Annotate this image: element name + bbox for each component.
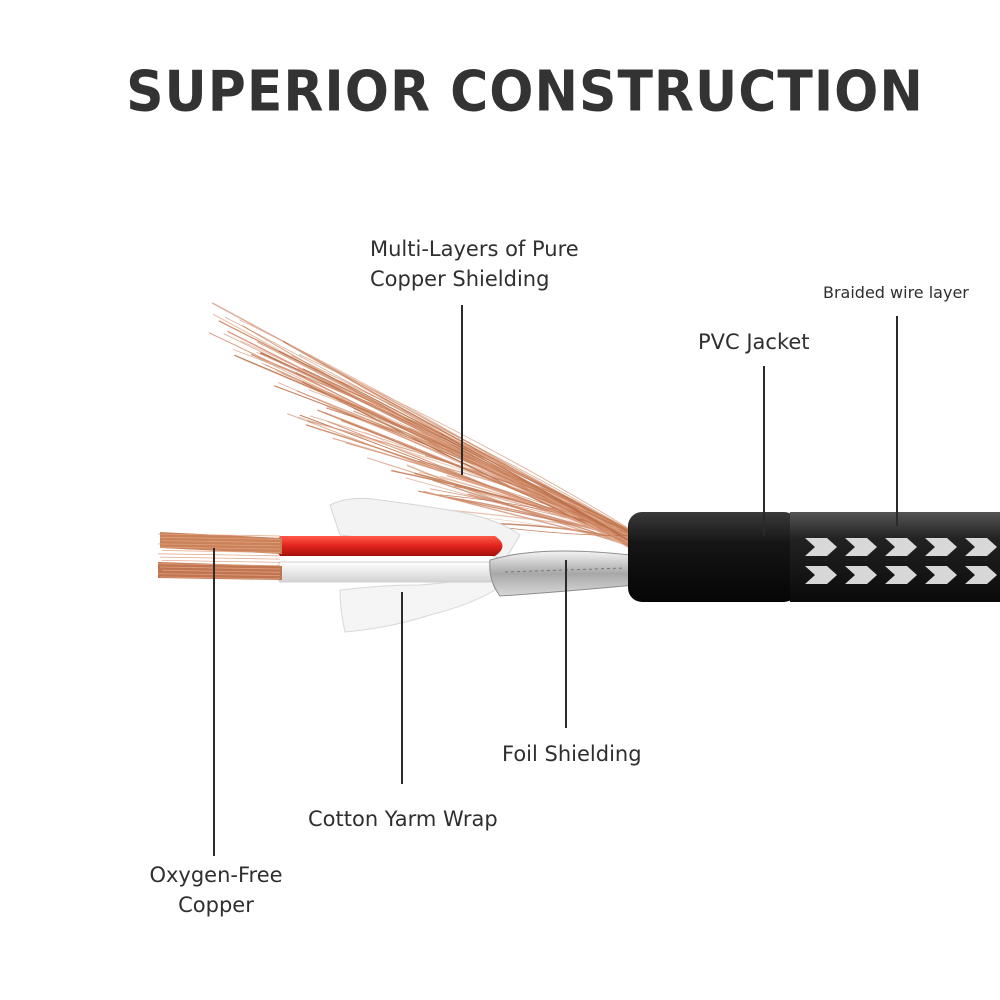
cotton-wrap-bottom — [339, 574, 496, 633]
braid-stripe — [805, 566, 837, 584]
braid-stripe — [925, 538, 957, 556]
label-copper-shielding: Multi-Layers of Pure Copper Shielding — [370, 237, 579, 291]
braided-layer — [790, 512, 1000, 602]
label-oxygen-free-copper: Oxygen-Free Copper — [149, 863, 283, 917]
copper-fiber — [159, 546, 281, 550]
copper-conductor-ends — [157, 532, 282, 580]
copper-fiber — [157, 533, 281, 537]
copper-fiber — [161, 550, 281, 553]
braid-stripe — [885, 566, 917, 584]
copper-fiber — [161, 569, 281, 573]
copper-strand — [224, 316, 633, 547]
copper-fiber — [159, 566, 281, 570]
leader-line-copper — [213, 548, 215, 856]
white-conductor — [275, 561, 502, 583]
braid-pattern — [805, 538, 997, 584]
copper-strand — [288, 343, 633, 539]
copper-fiber — [161, 540, 281, 543]
copper-strand — [308, 389, 633, 550]
copper-fiber — [159, 556, 281, 560]
leader-line-shielding — [461, 305, 463, 475]
label-foil-shielding: Foil Shielding — [502, 742, 642, 766]
leader-line-braided — [896, 316, 898, 526]
leader-line-cotton — [401, 592, 403, 784]
braid-stripe — [845, 538, 877, 556]
braid-stripe — [925, 566, 957, 584]
copper-strand — [305, 376, 633, 531]
label-pvc-jacket: PVC Jacket — [698, 330, 810, 354]
label-cotton-yarn-wrap: Cotton Yarm Wrap — [308, 807, 498, 831]
copper-fiber — [159, 536, 281, 540]
braid-stripe — [965, 566, 997, 584]
copper-fiber — [161, 560, 281, 563]
braid-stripe — [965, 538, 997, 556]
braid-stripe — [885, 538, 917, 556]
copper-fiber — [157, 563, 281, 567]
foil-shielding — [489, 550, 636, 597]
leader-line-pvc — [763, 366, 765, 536]
copper-strand — [332, 437, 633, 545]
label-braided-wire-layer: Braided wire layer — [823, 283, 969, 302]
copper-fiber — [157, 573, 281, 576]
red-conductor — [276, 536, 503, 556]
page-title: SUPERIOR CONSTRUCTION — [126, 59, 924, 125]
copper-strand — [352, 410, 633, 548]
leader-line-foil — [565, 560, 567, 728]
braid-stripe — [805, 538, 837, 556]
copper-fiber — [157, 553, 281, 557]
copper-shielding-strands — [208, 302, 633, 551]
braid-stripe — [845, 566, 877, 584]
copper-fiber — [159, 576, 281, 580]
pvc-jacket — [628, 512, 798, 602]
copper-strand — [355, 396, 633, 540]
copper-fiber — [157, 543, 281, 547]
